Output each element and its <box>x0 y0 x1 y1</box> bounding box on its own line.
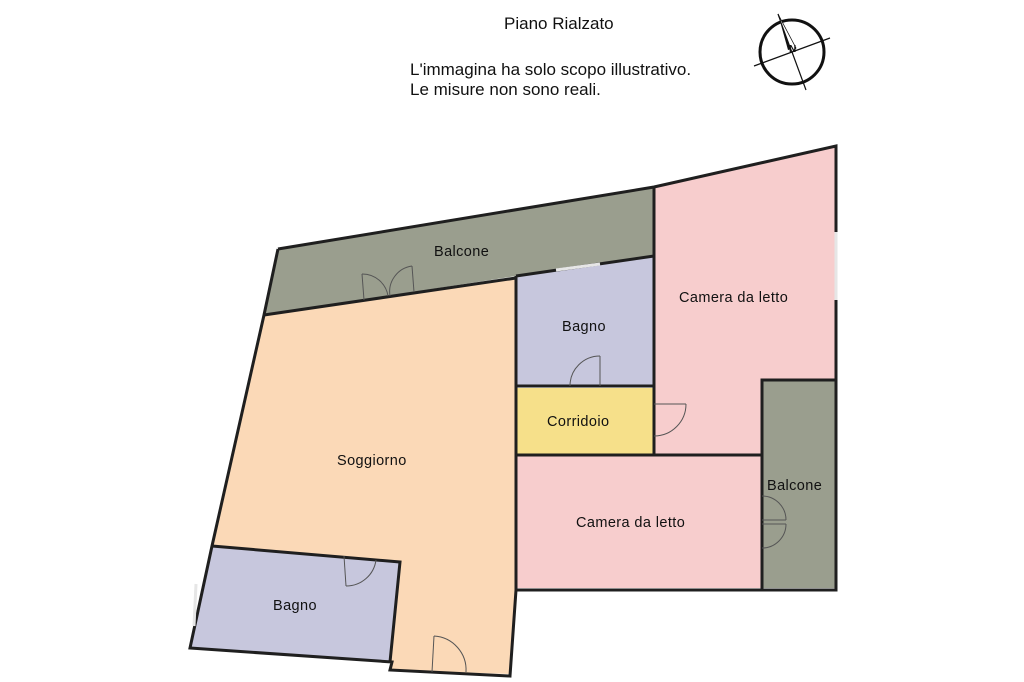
north-compass-icon: N <box>753 13 831 91</box>
room-camera-bottom <box>516 455 762 588</box>
room-camera-top <box>654 146 836 455</box>
room-balcone-right <box>762 380 836 588</box>
room-corridoio <box>516 388 654 455</box>
windows <box>192 232 838 627</box>
compass-north-label: N <box>789 44 796 55</box>
label-bagno-bottom: Bagno <box>273 598 317 614</box>
label-camera-top: Camera da letto <box>679 290 788 306</box>
floor-title: Piano Rialzato <box>504 14 614 33</box>
label-corridoio: Corridoio <box>547 414 609 430</box>
room-bagno-bottom <box>190 546 400 662</box>
label-camera-bottom: Camera da letto <box>576 515 685 531</box>
doors <box>343 265 787 673</box>
walls <box>188 144 838 678</box>
room-soggiorno <box>212 278 516 674</box>
label-balcone-top: Balcone <box>434 244 489 260</box>
label-bagno-top: Bagno <box>562 319 606 335</box>
disclaimer-line-2: Le misure non sono reali. <box>410 80 601 99</box>
label-soggiorno: Soggiorno <box>337 453 407 469</box>
label-balcone-right: Balcone <box>767 478 822 494</box>
room-balcone-top <box>264 187 654 315</box>
disclaimer-line-1: L'immagina ha solo scopo illustrativo. <box>410 60 692 79</box>
plan-header: Piano Rialzato L'immagina ha solo scopo … <box>0 0 1024 120</box>
room-bagno-top <box>516 256 654 385</box>
